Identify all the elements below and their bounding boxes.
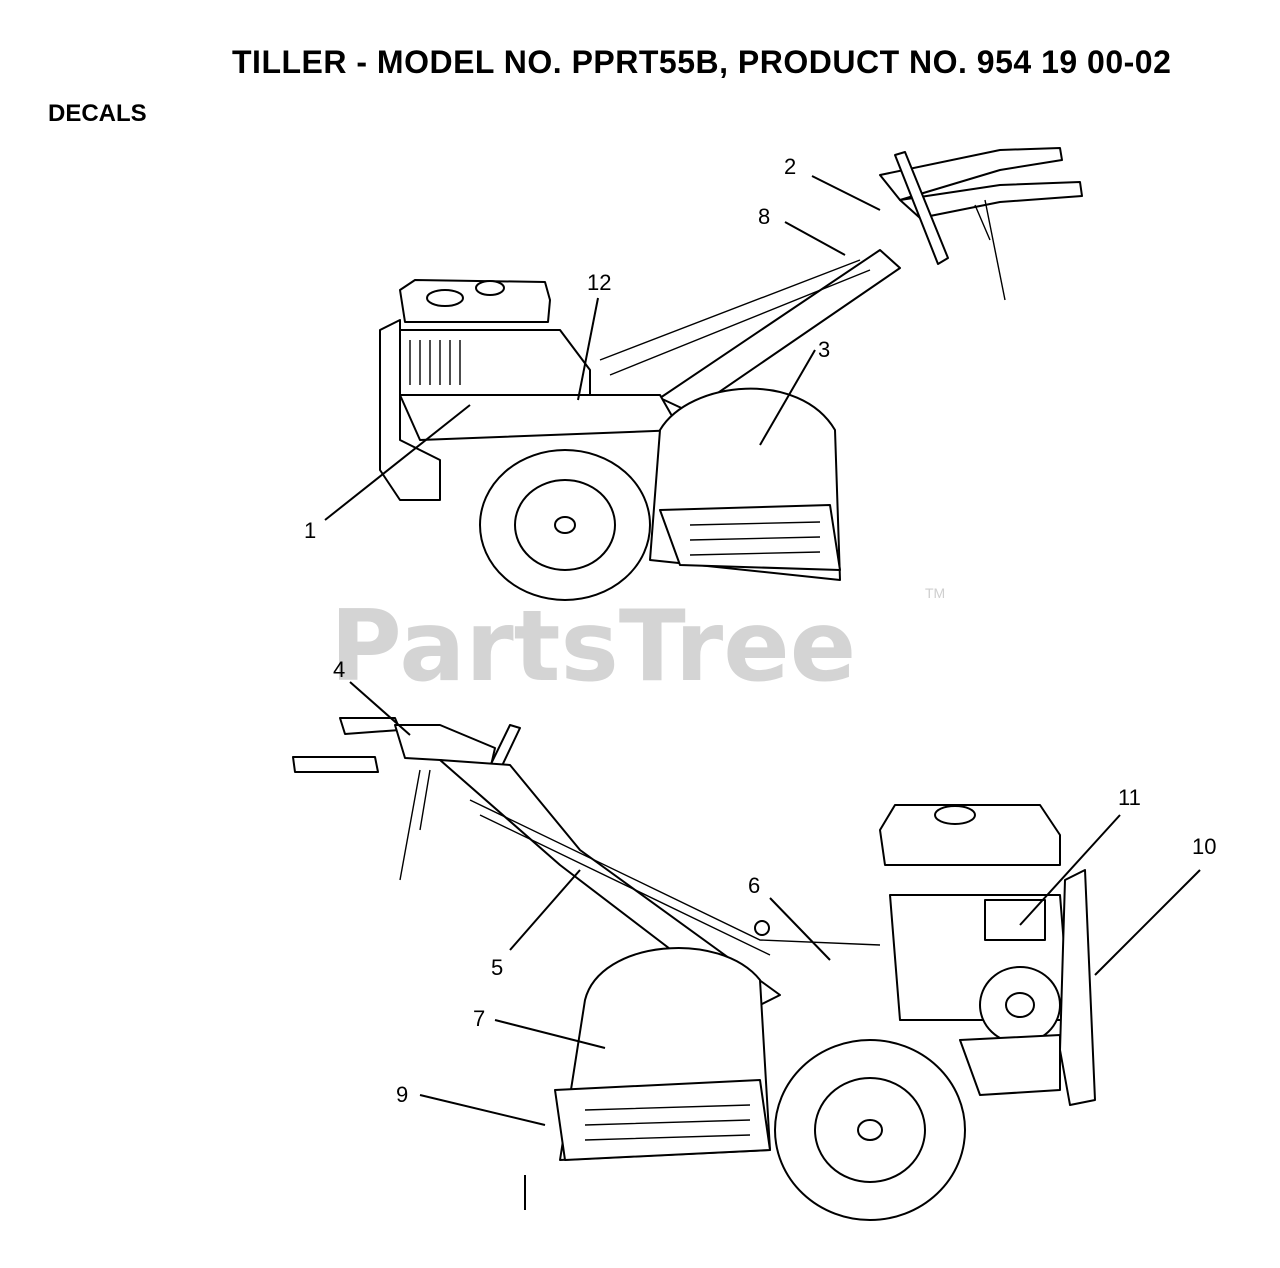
tiller-bottom-illustration bbox=[292, 717, 1096, 1221]
watermark-trademark: TM bbox=[925, 585, 945, 601]
callout-labels: 1 2 3 4 5 6 7 8 9 10 11 12 bbox=[304, 154, 1216, 1107]
wheel-hub bbox=[857, 1119, 883, 1141]
fuel-cap bbox=[934, 805, 976, 825]
section-title: DECALS bbox=[48, 100, 147, 127]
hood-flap bbox=[554, 1079, 771, 1161]
leader-line-5 bbox=[509, 869, 581, 951]
callout-5: 5 bbox=[491, 955, 503, 980]
callout-6: 6 bbox=[748, 873, 760, 898]
callout-9: 9 bbox=[396, 1082, 408, 1107]
leader-line-7 bbox=[494, 1019, 606, 1049]
watermark: PartsTree bbox=[330, 590, 856, 704]
handle-tube bbox=[439, 759, 781, 1011]
leader-line-3 bbox=[759, 349, 816, 446]
leader-line-1 bbox=[324, 404, 471, 521]
callout-8: 8 bbox=[758, 204, 770, 229]
callout-2: 2 bbox=[784, 154, 796, 179]
control-cables bbox=[599, 259, 871, 376]
fuel-tank bbox=[399, 279, 551, 323]
engine-decal-plate bbox=[984, 899, 1046, 941]
wheel-guard bbox=[959, 1034, 1061, 1096]
shift-rod bbox=[974, 199, 1006, 301]
rear-bumper bbox=[1059, 869, 1096, 1106]
engine-block bbox=[394, 329, 591, 396]
callout-7: 7 bbox=[473, 1006, 485, 1031]
leader-line-9 bbox=[419, 1094, 546, 1126]
callout-4: 4 bbox=[333, 657, 345, 682]
leader-line-12 bbox=[577, 297, 599, 401]
page-title: TILLER - MODEL NO. PPRT55B, PRODUCT NO. … bbox=[232, 44, 1172, 80]
starter-hub bbox=[1005, 992, 1035, 1018]
leader-line-6 bbox=[769, 897, 831, 961]
leader-line-10 bbox=[1094, 869, 1201, 976]
wheel-hub bbox=[554, 516, 576, 534]
control-cables bbox=[469, 799, 881, 956]
handle-tube bbox=[659, 249, 901, 413]
cooling-fins bbox=[409, 340, 461, 385]
leader-line-11 bbox=[1019, 814, 1121, 926]
leader-line-2 bbox=[811, 175, 881, 211]
tiller-top-illustration bbox=[379, 147, 1083, 601]
callout-10: 10 bbox=[1192, 834, 1216, 859]
callout-11: 11 bbox=[1118, 785, 1141, 810]
oil-cap bbox=[475, 280, 505, 296]
callout-1: 1 bbox=[304, 518, 316, 543]
callout-3: 3 bbox=[818, 337, 830, 362]
shift-rods bbox=[399, 769, 431, 881]
leader-lines bbox=[324, 175, 1201, 1126]
leader-line-4 bbox=[349, 681, 411, 736]
chassis-frame bbox=[399, 394, 681, 441]
grip-upper-left bbox=[339, 717, 401, 735]
fuel-tank bbox=[879, 804, 1061, 866]
grip-lower-left bbox=[292, 756, 379, 773]
hood-ribs bbox=[584, 1104, 751, 1141]
lever-knob bbox=[754, 920, 770, 936]
hood-ribs bbox=[689, 521, 821, 556]
fuel-cap bbox=[426, 289, 464, 307]
leader-line-8 bbox=[784, 221, 846, 256]
control-lever bbox=[894, 151, 949, 265]
callout-12: 12 bbox=[587, 270, 611, 295]
hood-flap bbox=[659, 504, 841, 571]
